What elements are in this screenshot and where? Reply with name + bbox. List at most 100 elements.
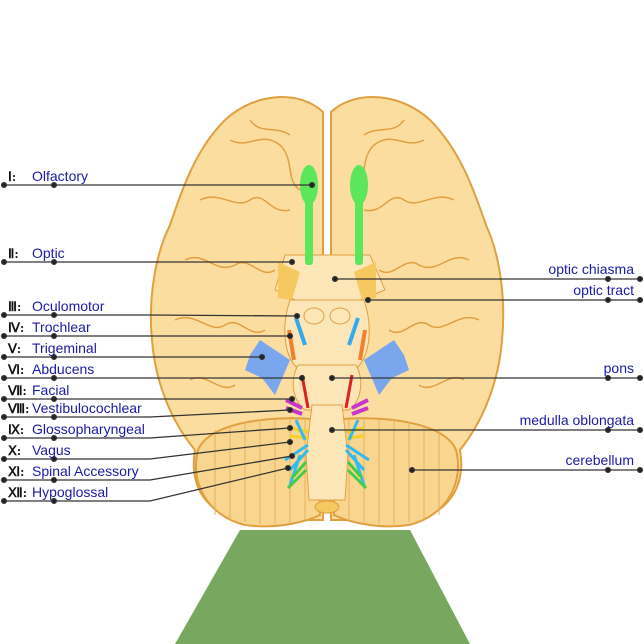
nerve-label: Trochlear	[32, 319, 91, 335]
oculomotor-nerve-right	[347, 317, 360, 346]
structure-label: optic tract	[573, 282, 634, 298]
trigeminal-nerve-left	[245, 340, 290, 395]
nerve-label: Hypoglossal	[32, 484, 108, 500]
oculomotor-nerve-left	[294, 317, 307, 346]
nerve-label: Abducens	[32, 361, 94, 377]
leader-dot	[288, 258, 296, 266]
nerve-label: Oculomotor	[32, 298, 105, 314]
nerve-label: Trigeminal	[32, 340, 97, 356]
olfactory-tract-right	[355, 200, 363, 265]
leader-dot	[50, 455, 58, 463]
leader-dot	[0, 181, 8, 189]
leader-dot	[0, 258, 8, 266]
nerve-number: Ⅷ:	[7, 401, 29, 416]
nerve-number: Ⅵ:	[7, 362, 24, 377]
leader-dot	[328, 426, 336, 434]
optic-tract-right	[354, 262, 376, 300]
nerve-label: Optic	[32, 245, 65, 261]
nerve-label: Spinal Accessory	[32, 463, 139, 479]
structure-label: cerebellum	[566, 452, 634, 468]
leader-dot	[258, 353, 266, 361]
leader-dot	[0, 476, 8, 484]
leader-dot	[288, 452, 296, 460]
pons	[292, 364, 362, 411]
leader-dot	[286, 424, 294, 432]
nerve-label: Vestibulocochlear	[32, 400, 142, 416]
nerve-number: Ⅱ:	[8, 246, 19, 261]
leader-dot	[604, 466, 612, 474]
leader-dot	[636, 275, 644, 283]
leader-dot	[0, 353, 8, 361]
leader-dot	[0, 395, 8, 403]
nerve-number: Ⅺ:	[7, 464, 24, 479]
abducens-nerve-right	[344, 374, 354, 409]
leader-dot	[50, 497, 58, 505]
leader-dot	[636, 426, 644, 434]
leader-dot	[636, 466, 644, 474]
leader-dot	[408, 466, 416, 474]
leader-dot	[636, 374, 644, 382]
leader-dot	[50, 181, 58, 189]
leader-dot	[50, 332, 58, 340]
leader-dot	[50, 476, 58, 484]
structure-label: optic chiasma	[548, 261, 634, 277]
mammillary-right	[329, 307, 351, 325]
optic-tract-left	[278, 262, 300, 300]
left-leader-lines	[0, 181, 316, 505]
gyri	[174, 119, 480, 388]
nerve-label: Facial	[32, 382, 69, 398]
cerebellum	[194, 417, 460, 528]
leader-dot	[50, 374, 58, 382]
nerve-label: Vagus	[32, 442, 71, 458]
vagus-nerves	[284, 419, 370, 486]
leader-dot	[0, 455, 8, 463]
leader-dot	[50, 395, 58, 403]
leader-dot	[50, 434, 58, 442]
leader-dot	[50, 353, 58, 361]
base-shape	[175, 530, 470, 644]
medulla-oblongata	[305, 404, 349, 501]
nerve-number: Ⅸ:	[8, 422, 24, 437]
leader-dot	[308, 181, 316, 189]
leader-dot	[286, 332, 294, 340]
spinal-cord-end	[314, 500, 340, 514]
leader-dot	[604, 275, 612, 283]
leader-dot	[604, 426, 612, 434]
leader-dot	[328, 374, 336, 382]
leader-dot	[50, 311, 58, 319]
cerebellum-left	[194, 417, 321, 528]
leader-dot	[0, 374, 8, 382]
nerve-number: Ⅹ:	[7, 443, 21, 458]
leader-dot	[293, 312, 301, 320]
nerve-number: Ⅰ:	[8, 169, 16, 184]
leader-dot	[604, 374, 612, 382]
leader-dot	[288, 395, 296, 403]
trigeminal-nerve-right	[364, 340, 409, 395]
leader-dot	[364, 296, 372, 304]
leader-dot	[50, 258, 58, 266]
nerve-label: Glossopharyngeal	[32, 421, 145, 437]
mammillary-left	[303, 307, 325, 325]
nerve-number: Ⅴ:	[7, 341, 21, 356]
trochlear-nerve-right	[358, 329, 367, 361]
olfactory-tract-left	[305, 200, 313, 265]
leader-dot	[286, 438, 294, 446]
nerve-number: Ⅳ:	[8, 320, 24, 335]
leader-dot	[604, 296, 612, 304]
leader-dot	[286, 406, 294, 414]
leader-dot	[636, 296, 644, 304]
leader-dot	[298, 374, 306, 382]
leader-dot	[331, 275, 339, 283]
structure-label: pons	[604, 360, 634, 376]
nerve-number: Ⅲ:	[8, 299, 21, 314]
nerve-label: Olfactory	[32, 168, 88, 184]
leader-dot	[0, 434, 8, 442]
leader-dot	[0, 413, 8, 421]
nerve-number: Ⅻ:	[7, 485, 27, 500]
leader-dot	[0, 311, 8, 319]
cerebellum-right	[333, 417, 460, 528]
